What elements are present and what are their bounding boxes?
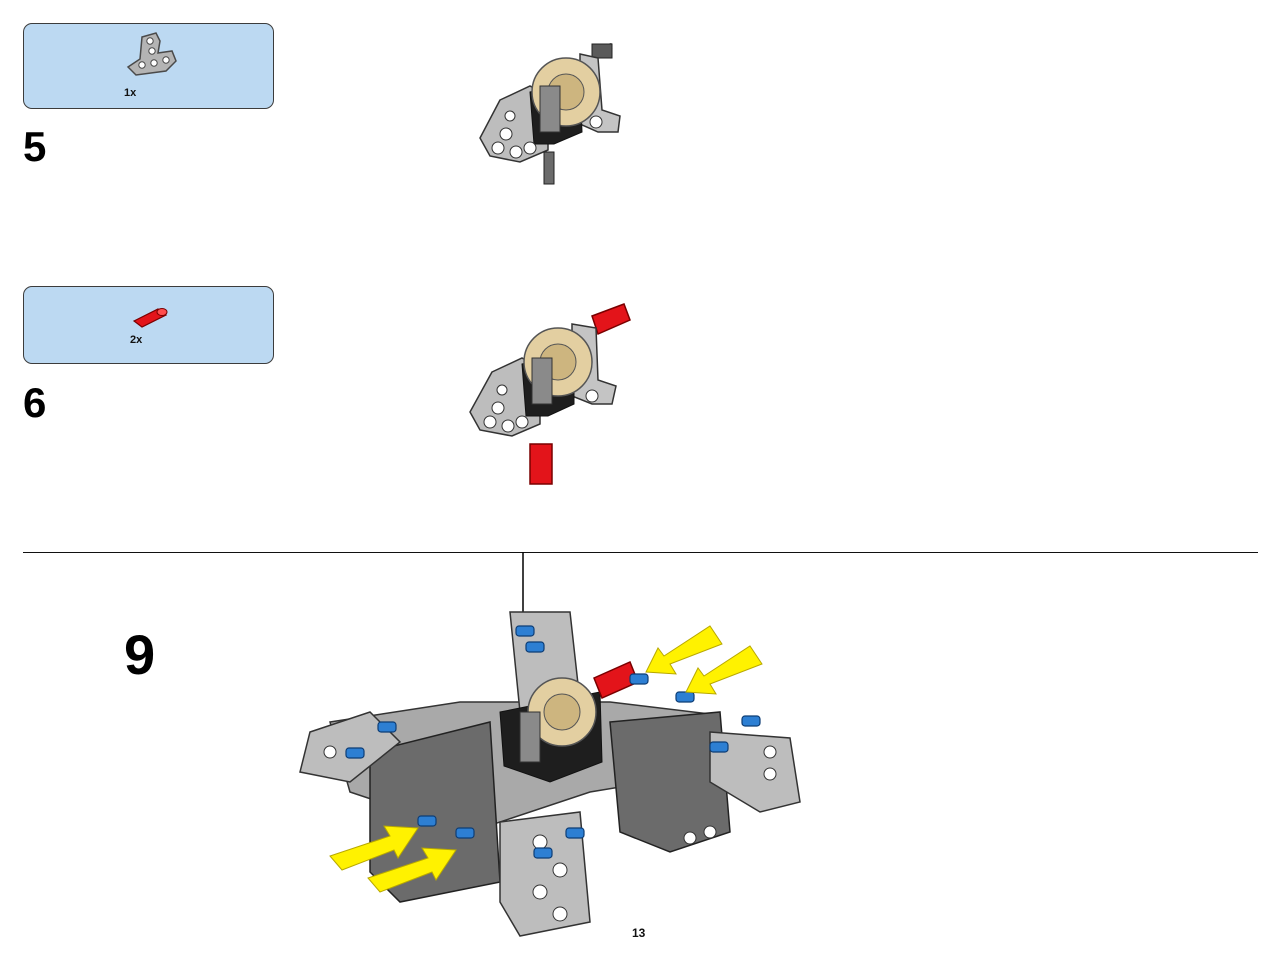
assembly-step-6-image	[469, 303, 631, 485]
step-number-6: 6	[23, 379, 47, 426]
step-number-5: 5	[23, 123, 47, 170]
t-beam-icon	[126, 32, 177, 76]
parts-callout-step-6: 2x	[23, 286, 274, 364]
axle-red-icon	[132, 308, 168, 328]
part-qty: 1x	[124, 87, 137, 99]
page-number: 13	[632, 926, 646, 940]
parts-callout-step-5: 1x	[23, 23, 274, 109]
assembly-step-5-image	[479, 43, 621, 185]
section-divider	[23, 552, 1258, 553]
part-qty: 2x	[130, 334, 143, 346]
assembly-step-9-image	[299, 552, 801, 937]
step-number-9: 9	[124, 623, 156, 686]
